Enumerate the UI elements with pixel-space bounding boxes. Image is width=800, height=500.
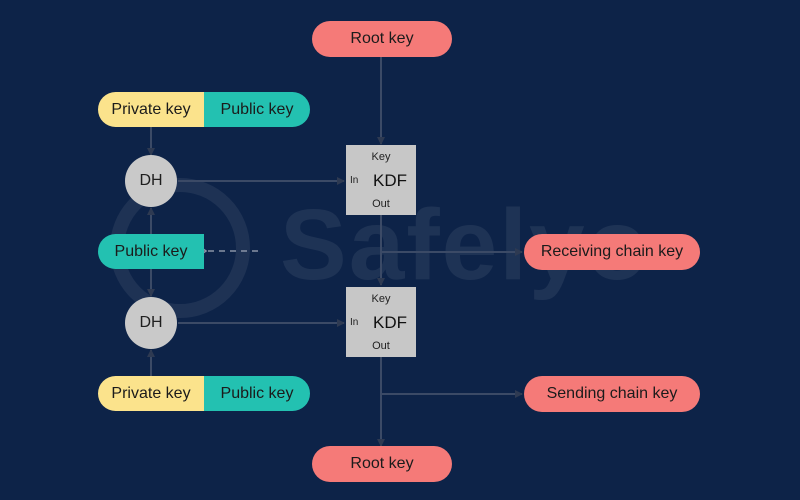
receiving-chain-key: Receiving chain key — [524, 234, 700, 270]
sending-chain-key: Sending chain key — [524, 376, 700, 412]
root-key-bottom-label: Root key — [350, 455, 414, 472]
kdf-top-key-label: Key — [371, 151, 391, 163]
middle-public-key-label: Public key — [114, 242, 188, 260]
kdf-node-bottom: Key In KDF Out — [346, 287, 416, 357]
kdf-bottom-title: KDF — [373, 313, 407, 332]
kdf-bottom-in-label: In — [350, 317, 359, 328]
top-private-key: Private key — [98, 92, 204, 127]
root-key-top-label: Root key — [350, 30, 414, 47]
kdf-bottom-key-label: Key — [371, 293, 391, 305]
dh-node-top: DH — [125, 155, 177, 207]
dh-node-top-label: DH — [139, 172, 163, 189]
kdf-bottom-out-label: Out — [372, 340, 390, 352]
root-key-bottom: Root key — [312, 446, 452, 482]
top-public-key: Public key — [204, 92, 310, 127]
receiving-chain-key-label: Receiving chain key — [540, 243, 684, 260]
kdf-top-out-label: Out — [372, 198, 390, 210]
bottom-public-key: Public key — [204, 376, 310, 411]
bottom-private-key: Private key — [98, 376, 204, 411]
top-key-pair: Private key Public key — [98, 92, 310, 127]
dh-node-bottom-label: DH — [139, 314, 163, 331]
bottom-key-pair: Private key Public key — [98, 376, 310, 411]
root-key-top: Root key — [312, 21, 452, 57]
middle-public-key: Public key — [98, 234, 204, 269]
kdf-top-title: KDF — [373, 171, 407, 190]
sending-chain-key-label: Sending chain key — [546, 385, 678, 402]
kdf-top-in-label: In — [350, 175, 359, 186]
kdf-node-top: Key In KDF Out — [346, 145, 416, 215]
dh-node-bottom: DH — [125, 297, 177, 349]
